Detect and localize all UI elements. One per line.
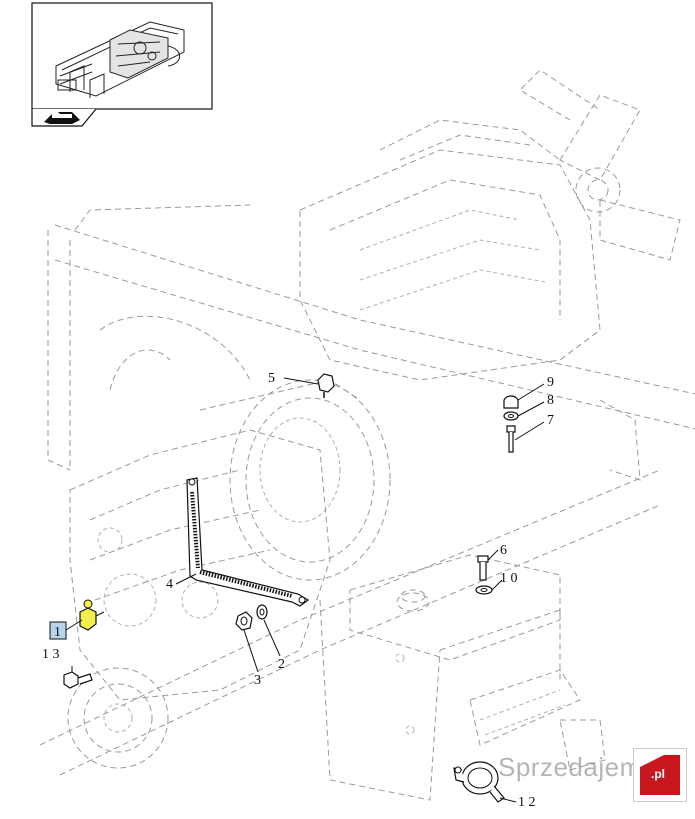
callout-9-label: 9 bbox=[547, 375, 554, 390]
tractor-frame-sketch bbox=[55, 21, 185, 98]
part-5-sender[interactable] bbox=[283, 373, 335, 398]
part-6-bolt[interactable] bbox=[477, 549, 499, 581]
sprzedajemy-logo-icon: .pl bbox=[633, 748, 687, 802]
sprzedajemy-watermark: Sprzedajemy bbox=[498, 752, 656, 782]
fan-ghost bbox=[519, 69, 681, 261]
callout-7-label: 7 bbox=[547, 413, 554, 428]
callout-5-label: 5 bbox=[268, 371, 275, 386]
part-2-washer[interactable] bbox=[256, 604, 281, 657]
callout-2-label: 2 bbox=[278, 657, 285, 672]
callout-10-label: 1 0 bbox=[500, 571, 518, 586]
logo-badge-text: .pl bbox=[651, 767, 665, 781]
part-7-bolt[interactable] bbox=[506, 421, 545, 453]
locator-inset bbox=[31, 2, 213, 127]
part-12-sender-unit[interactable] bbox=[453, 761, 517, 803]
part-9-bush[interactable] bbox=[503, 383, 545, 409]
part-8-washer[interactable] bbox=[503, 401, 545, 421]
callout-4-label: 4 bbox=[166, 577, 173, 592]
callout-1-label: 1 bbox=[54, 625, 61, 640]
part-3-nut[interactable] bbox=[235, 611, 259, 673]
part-13-plug[interactable] bbox=[63, 666, 93, 689]
callout-3-label: 3 bbox=[254, 673, 261, 688]
engine-context-ghost bbox=[39, 69, 695, 801]
callout-1-box[interactable]: 1 bbox=[49, 619, 83, 640]
callout-13-label: 1 3 bbox=[42, 647, 60, 662]
callout-8-label: 8 bbox=[547, 393, 554, 408]
part-10-washer[interactable] bbox=[475, 579, 503, 595]
part-4-ground-strap[interactable] bbox=[175, 477, 310, 607]
part-1-sensor[interactable] bbox=[79, 599, 105, 631]
locator-arrow-icon bbox=[44, 112, 80, 124]
callout-12-label: 1 2 bbox=[518, 795, 536, 810]
callout-6-label: 6 bbox=[500, 543, 507, 558]
